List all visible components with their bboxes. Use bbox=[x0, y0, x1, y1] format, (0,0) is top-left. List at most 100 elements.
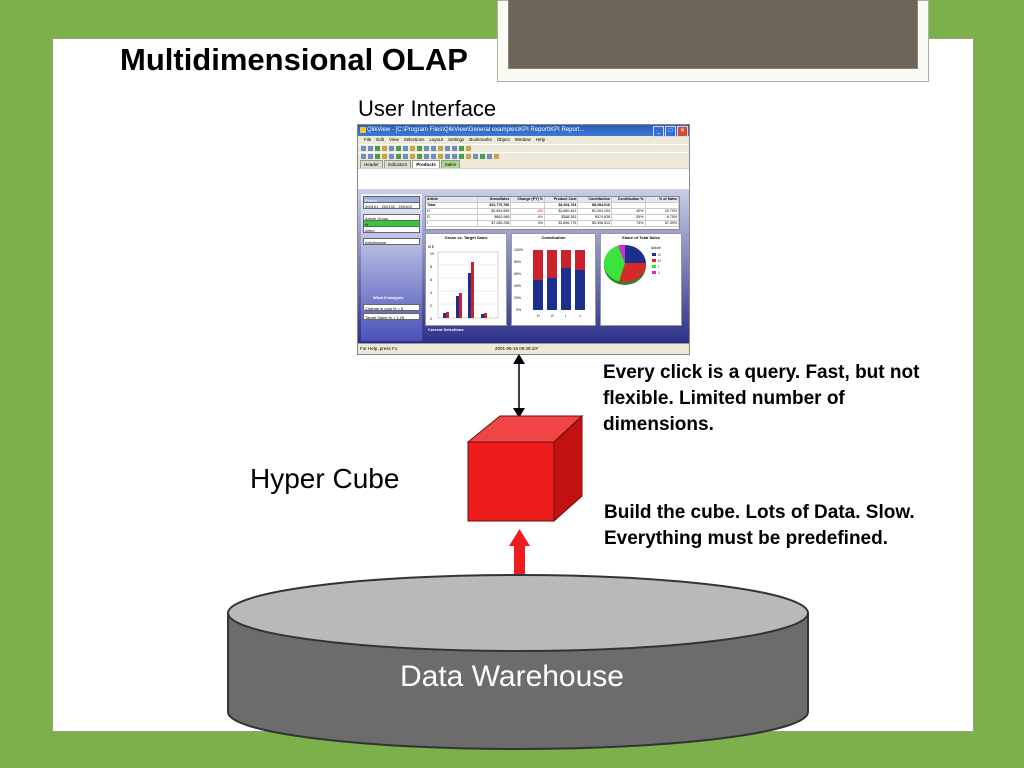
share-of-sales-chart[interactable]: Share of Total Sales Article G H I J bbox=[600, 233, 682, 326]
toolbar-icon[interactable] bbox=[424, 154, 429, 159]
toolbar-icon[interactable] bbox=[480, 154, 485, 159]
bar bbox=[481, 314, 484, 318]
listbox-artno[interactable]: Artno bbox=[363, 226, 420, 233]
article-table: Article GrossSales Change (PY) % Product… bbox=[425, 196, 680, 230]
qv-status-bar: For Help, press F1 2001-05-15 09:48:10* bbox=[358, 343, 689, 354]
tab-products[interactable]: Products bbox=[412, 160, 440, 168]
bar bbox=[446, 312, 449, 318]
toolbar-icon[interactable] bbox=[396, 154, 401, 159]
table-header-row: Article GrossSales Change (PY) % Product… bbox=[426, 197, 680, 203]
toolbar-icon[interactable] bbox=[410, 154, 415, 159]
toolbar-icon[interactable] bbox=[368, 154, 373, 159]
menu-edit[interactable]: Edit bbox=[376, 137, 385, 142]
menu-view[interactable]: View bbox=[389, 137, 399, 142]
table-cell: $12,770,780 bbox=[478, 203, 512, 208]
column-header[interactable]: Change (PY) % bbox=[511, 197, 545, 202]
contrib-ytick: 100% bbox=[514, 248, 523, 252]
toolbar-icon[interactable] bbox=[438, 146, 443, 151]
menu-settings[interactable]: Settings bbox=[448, 137, 465, 142]
column-header[interactable]: GrossSales bbox=[477, 197, 512, 202]
toolbar-icon[interactable] bbox=[487, 154, 492, 159]
toolbar-icon[interactable] bbox=[361, 146, 366, 151]
toolbar-icon[interactable] bbox=[361, 154, 366, 159]
toolbar-icon[interactable] bbox=[445, 146, 450, 151]
title-decoration-box bbox=[497, 0, 929, 82]
menu-object[interactable]: Object bbox=[496, 137, 510, 142]
table-cell: 55% bbox=[612, 215, 646, 220]
table-row[interactable]: Total $12,770,780 $4,494,764 $8,284,016 bbox=[426, 203, 680, 209]
menu-layout[interactable]: Layout bbox=[429, 137, 443, 142]
contribution-chart[interactable]: Contribution 100% 80% 60% 40% 20% 0% H G bbox=[511, 233, 596, 326]
contrib-ytick: 80% bbox=[514, 260, 521, 264]
maximize-icon[interactable]: □ bbox=[665, 126, 676, 137]
gross-ytick: 2 bbox=[430, 304, 432, 308]
toolbar-icon[interactable] bbox=[410, 146, 415, 151]
period-value[interactable]: 200101 ; 200102 ; 200103 bbox=[363, 202, 420, 209]
tab-indicators[interactable]: Indicators bbox=[383, 160, 412, 168]
toolbar-icon[interactable] bbox=[494, 154, 499, 159]
pie-slice bbox=[603, 245, 625, 282]
contribution-chart-svg: 100% 80% 60% 40% 20% 0% H G I J bbox=[514, 248, 585, 318]
column-header[interactable]: Article bbox=[426, 197, 478, 202]
bar bbox=[533, 280, 543, 310]
toolbar-icon[interactable] bbox=[452, 154, 457, 159]
toolbar-icon[interactable] bbox=[431, 146, 436, 151]
toolbar-icon[interactable] bbox=[375, 154, 380, 159]
toolbar-icon[interactable] bbox=[459, 146, 464, 151]
toolbar-icon[interactable] bbox=[452, 146, 457, 151]
table-cell: 74% bbox=[612, 221, 646, 226]
toolbar-icon[interactable] bbox=[403, 146, 408, 151]
toolbar-icon[interactable] bbox=[466, 154, 471, 159]
gross-chart-svg: M $ 10 8 6 4 2 0 bbox=[428, 245, 499, 321]
bar bbox=[459, 293, 462, 318]
toolbar-icon[interactable] bbox=[459, 154, 464, 159]
legend-item: I bbox=[658, 265, 659, 269]
listbox-articlename[interactable]: Articlename bbox=[363, 238, 420, 245]
input-change-cost[interactable]: Change in cost % = 5 bbox=[363, 304, 420, 311]
table-row[interactable]: I $7,285,298 3% $1,896,775 $5,398,513 74… bbox=[426, 221, 680, 227]
toolbar-icon[interactable] bbox=[431, 154, 436, 159]
gross-sales-chart[interactable]: Gross vs. Target Sales M $ 10 8 6 4 2 0 bbox=[425, 233, 507, 326]
qv-window-title: QlikView - [C:\Program Files\QlikView\Ge… bbox=[367, 127, 585, 133]
hyper-cube-icon bbox=[466, 414, 584, 523]
table-row[interactable]: G $862,988 -8% $388,381 $474,638 55% 6.7… bbox=[426, 215, 680, 221]
column-header[interactable]: Contribution % bbox=[611, 197, 646, 202]
toolbar-icon[interactable] bbox=[466, 146, 471, 151]
menu-bookmarks[interactable]: Bookmarks bbox=[469, 137, 492, 142]
qv-title-bar: QlikView - [C:\Program Files\QlikView\Ge… bbox=[358, 125, 689, 137]
table-cell: H bbox=[426, 209, 478, 214]
column-header[interactable]: Contribution bbox=[578, 197, 612, 202]
tab-sales[interactable]: Sales bbox=[440, 160, 461, 168]
menu-help[interactable]: Help bbox=[535, 137, 546, 142]
toolbar-icon[interactable] bbox=[417, 146, 422, 151]
table-cell: 20.79% bbox=[646, 209, 680, 214]
tab-header[interactable]: Header bbox=[360, 160, 383, 168]
contrib-ytick: 60% bbox=[514, 272, 521, 276]
toolbar-icon[interactable] bbox=[396, 146, 401, 151]
menu-window[interactable]: Window bbox=[514, 137, 531, 142]
close-icon[interactable]: ✕ bbox=[677, 126, 688, 137]
toolbar-icon[interactable] bbox=[368, 146, 373, 151]
toolbar-icon[interactable] bbox=[382, 154, 387, 159]
toolbar-icon[interactable] bbox=[424, 146, 429, 151]
toolbar-icon[interactable] bbox=[473, 154, 478, 159]
column-header[interactable]: % of Sales bbox=[645, 197, 680, 202]
column-header[interactable]: Product Cost bbox=[544, 197, 579, 202]
hyper-cube-label: Hyper Cube bbox=[250, 463, 400, 494]
table-row[interactable]: H $2,664,655 -2% $1,660,461 $1,004,194 4… bbox=[426, 209, 680, 215]
toolbar-icon[interactable] bbox=[417, 154, 422, 159]
minimize-icon[interactable]: _ bbox=[653, 126, 664, 137]
toolbar-icon[interactable] bbox=[445, 154, 450, 159]
menu-file[interactable]: File bbox=[364, 137, 372, 142]
toolbar-icon[interactable] bbox=[382, 146, 387, 151]
toolbar-icon[interactable] bbox=[389, 154, 394, 159]
bar bbox=[484, 313, 487, 318]
toolbar-icon[interactable] bbox=[438, 154, 443, 159]
toolbar-icon[interactable] bbox=[389, 146, 394, 151]
input-target-sales[interactable]: Target Sales % = 1.25 bbox=[363, 313, 420, 320]
toolbar-icon[interactable] bbox=[403, 154, 408, 159]
toolbar-icon[interactable] bbox=[375, 146, 380, 151]
table-cell: $474,638 bbox=[578, 215, 612, 220]
menu-selections[interactable]: Selections bbox=[403, 137, 425, 142]
bar bbox=[575, 270, 585, 310]
